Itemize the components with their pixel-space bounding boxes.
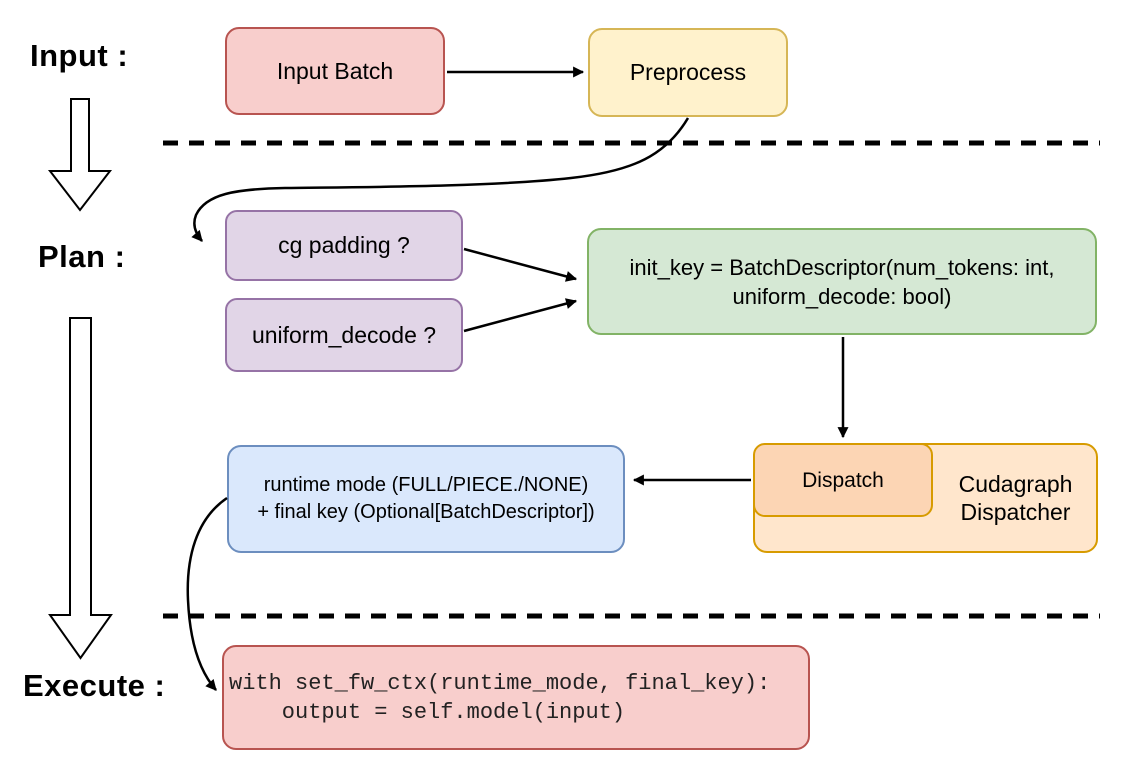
stage-label-execute: Execute :	[23, 668, 166, 703]
node-init-key-line2: uniform_decode: bool)	[732, 283, 952, 309]
stage-arrow-plan-to-execute	[48, 317, 113, 660]
node-uniform-decode-label: uniform_decode ?	[251, 321, 437, 348]
node-init-key-line1: init_key = BatchDescriptor(num_tokens: i…	[629, 254, 1055, 280]
node-runtime-mode-line1: runtime mode (FULL/PIECE./NONE)	[263, 474, 589, 496]
node-execute-code: with set_fw_ctx(runtime_mode, final_key)…	[222, 645, 810, 750]
node-cg-padding-label: cg padding ?	[278, 232, 410, 258]
node-preprocess-label: Preprocess	[629, 59, 747, 85]
node-cudagraph-dispatcher-label: Cudagraph Dispatcher	[935, 445, 1096, 551]
node-cg-padding: cg padding ?	[225, 210, 463, 281]
stage-label-input: Input :	[30, 38, 129, 73]
node-uniform-decode: uniform_decode ?	[225, 298, 463, 372]
stage-arrow-input-to-plan	[47, 98, 113, 212]
node-input-batch-label: Input Batch	[276, 57, 394, 84]
node-runtime-mode-line2: + final key (Optional[BatchDescriptor])	[257, 501, 595, 523]
execute-code-line1: with set_fw_ctx(runtime_mode, final_key)…	[229, 670, 771, 696]
node-input-batch: Input Batch	[225, 27, 445, 115]
node-cudagraph-dispatcher-line1: Cudagraph	[958, 471, 1073, 497]
node-cudagraph-dispatcher-line2: Dispatcher	[960, 499, 1071, 525]
arrow-cg-padding-to-init-key	[463, 247, 578, 282]
node-dispatch: Dispatch	[753, 443, 933, 517]
node-runtime-mode: runtime mode (FULL/PIECE./NONE) + final …	[227, 445, 625, 553]
arrow-uniform-decode-to-init-key	[463, 298, 578, 333]
node-dispatch-label: Dispatch	[802, 468, 884, 492]
stage-label-plan: Plan :	[38, 239, 126, 274]
node-init-key: init_key = BatchDescriptor(num_tokens: i…	[587, 228, 1097, 335]
node-preprocess: Preprocess	[588, 28, 788, 117]
execute-code-line2: output = self.model(input)	[229, 699, 626, 725]
